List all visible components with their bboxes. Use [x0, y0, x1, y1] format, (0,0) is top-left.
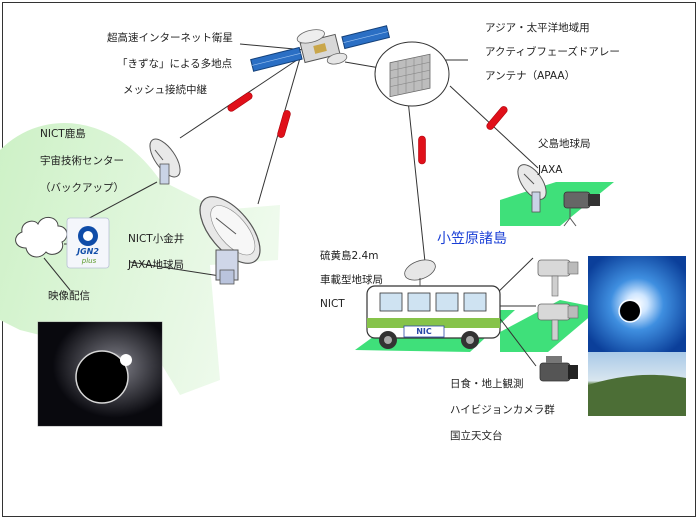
apaa-label-line-2: アクティブフェーズドアレー [485, 46, 620, 58]
jgn2-logo [66, 217, 110, 269]
iojima-label-line-2: 車載型地球局 [320, 274, 383, 286]
satellite-label-line-2: 「きずな」による多地点 [117, 58, 233, 70]
chichijima-label-line-1: 父島地球局 [538, 138, 591, 150]
satellite-label-line-3: メッシュ接続中継 [123, 84, 207, 96]
ogasawara-islands-label: 小笠原諸島 [437, 231, 507, 247]
kizuna-satellite [250, 25, 391, 72]
kashima-label-line-1: NICT鹿島 [40, 128, 86, 140]
jgn2-logo-text: JGN2 [77, 247, 99, 256]
koganei-label-line-2: JAXA地球局 [128, 259, 184, 271]
jgn2-logo-plus: plus [81, 257, 97, 265]
internet-cloud [15, 217, 68, 258]
observation-camera-1 [537, 259, 579, 297]
apaa-label-line-3: アンテナ（APAA） [485, 70, 576, 82]
video-distribution-label: 映像配信 [48, 290, 90, 302]
eclipse-photo-left [37, 321, 163, 427]
kashima-label-line-3: （バックアップ） [40, 182, 124, 194]
chichijima-dish-antenna [517, 164, 547, 213]
observation-label-line-3: 国立天文台 [450, 430, 503, 442]
observation-label-line-1: 日食・地上観測 [450, 378, 524, 390]
chichijima-video-camera [563, 191, 600, 227]
landscape-photo [588, 352, 686, 416]
iojima-label-line-3: NICT [320, 298, 345, 310]
koganei-dish-antenna [199, 196, 261, 285]
apaa-antenna [374, 41, 450, 107]
kashima-label-line-2: 宇宙技術センター [40, 155, 124, 167]
satellite-label-line-1: 超高速インターネット衛星 [107, 32, 233, 44]
observation-label-line-2: ハイビジョンカメラ群 [450, 404, 555, 416]
iojima-label-line-1: 硫黄島2.4m [320, 250, 379, 262]
iojima-vehicle-station [366, 259, 501, 349]
link-markers [227, 92, 508, 165]
apaa-label-line-1: アジア・太平洋地域用 [485, 22, 590, 34]
observation-camera-2 [537, 303, 579, 341]
chichijima-label-line-2: JAXA [538, 164, 563, 176]
van-logo-text: NIC [416, 327, 432, 336]
eclipse-photo-right [588, 256, 686, 352]
observation-camera-3 [539, 356, 578, 382]
koganei-label-line-1: NICT小金井 [128, 233, 185, 245]
kashima-dish-antenna [149, 138, 181, 185]
